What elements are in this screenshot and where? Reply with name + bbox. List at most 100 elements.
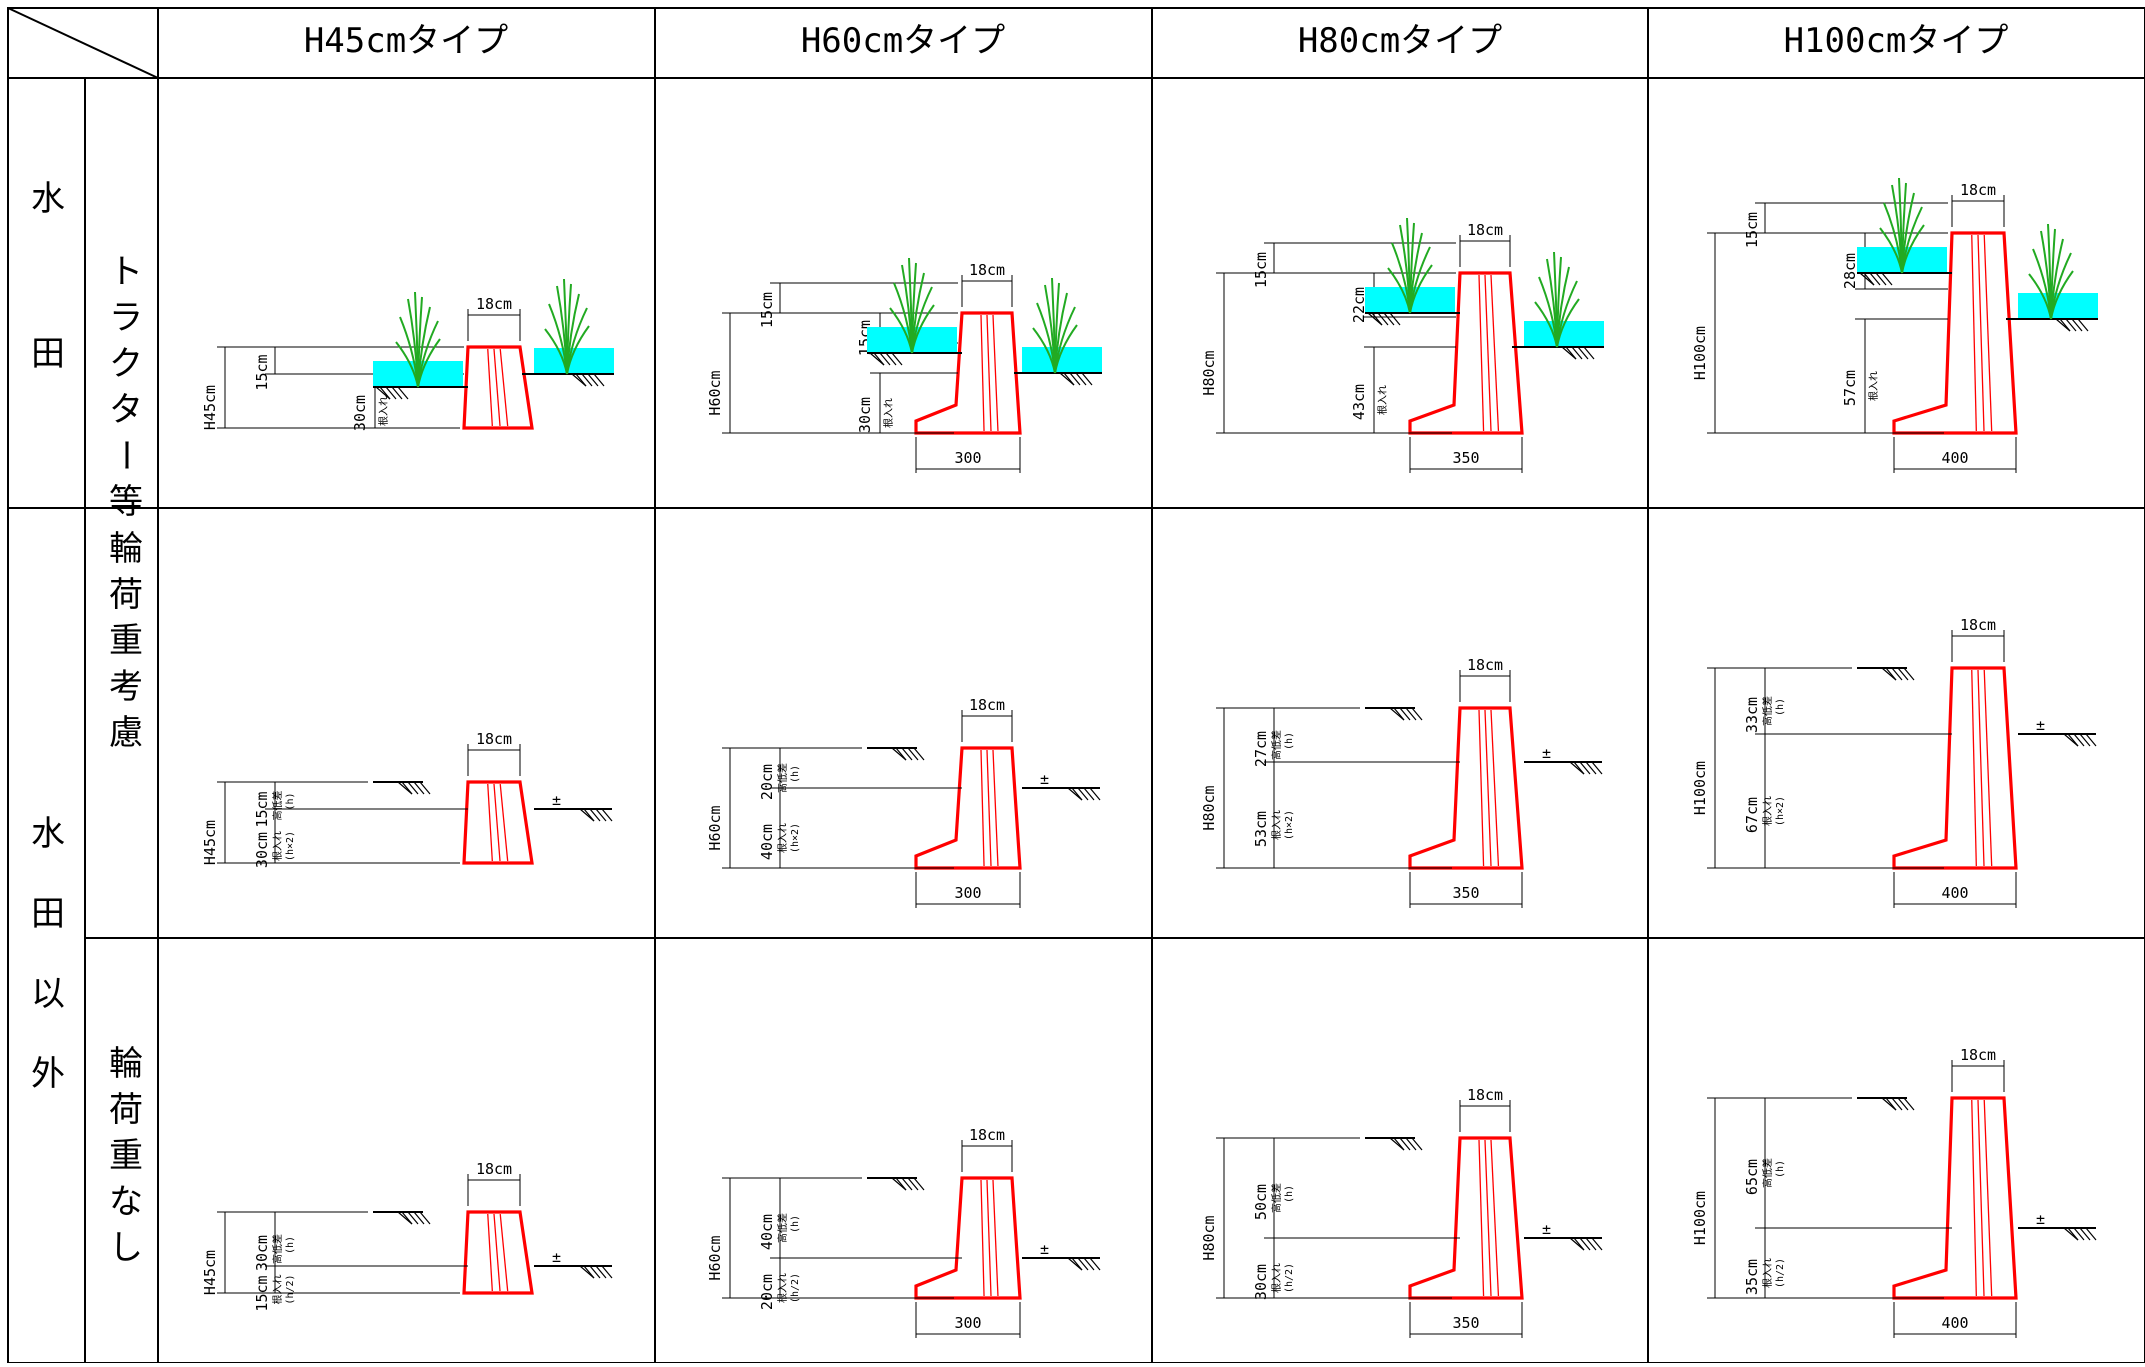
ground-hatch-icon	[579, 1265, 613, 1279]
ground-hatch-icon	[1389, 1137, 1423, 1151]
embed-label: 根入れ	[1270, 810, 1283, 840]
total-height-label: H60cm	[706, 1235, 724, 1280]
embed-label: 根入れ	[271, 831, 284, 861]
rebar-lines	[487, 1213, 509, 1292]
rebar-lines	[980, 1179, 999, 1297]
top-width-dim	[1459, 670, 1511, 702]
ground-level-mark: ±	[552, 791, 561, 809]
label-tractor-char: 等	[109, 482, 143, 522]
upper-height-label: 65cm	[1743, 1159, 1761, 1195]
retaining-wall	[1892, 666, 2018, 870]
retaining-wall	[914, 746, 1022, 870]
rebar-lines	[1478, 274, 1500, 432]
retaining-wall	[1408, 706, 1524, 870]
rebar-lines	[1971, 1099, 1993, 1297]
embed-factor-label: (h×2)	[1775, 796, 1786, 826]
base-width-label: 300	[954, 1314, 981, 1332]
base-width-label: 300	[954, 449, 981, 467]
table-grid	[7, 7, 2145, 1364]
rebar-lines	[487, 348, 509, 427]
upper-height-label: 40cm	[758, 1214, 776, 1250]
retaining-wall	[914, 1176, 1022, 1300]
diff-factor-label: (h)	[790, 765, 801, 783]
upper-height-label: 50cm	[1252, 1184, 1270, 1220]
ground-hatch-icon	[1569, 761, 1603, 775]
base-width-dim	[915, 872, 1021, 908]
diff-factor-label: (h)	[285, 792, 296, 810]
lower-height-label: 15cm	[253, 1275, 271, 1311]
base-width-dim	[1893, 872, 2017, 908]
upper-height-label: 30cm	[253, 1235, 271, 1271]
lower-height-label: 30cm	[1252, 1264, 1270, 1300]
label-non-paddy-char: 外	[31, 1054, 65, 1094]
base-width-label: 400	[1941, 884, 1968, 902]
height-dims	[722, 1177, 962, 1299]
diff-label: 高低差	[1761, 696, 1774, 726]
label-tractor-char: ー	[105, 438, 145, 472]
lower-height-label: 35cm	[1743, 1259, 1761, 1295]
diff-label: 高低差	[776, 1213, 789, 1243]
upper-height-label: 15cm	[758, 292, 776, 328]
diff-factor-label: (h)	[1775, 1160, 1786, 1178]
ground-hatch-icon	[571, 373, 605, 387]
diff-label: 高低差	[271, 1234, 284, 1264]
ground-hatch-icon	[2063, 733, 2097, 747]
base-width-dim	[1893, 437, 2017, 473]
ground-hatch-icon	[891, 1177, 925, 1191]
label-tractor-char: ト	[109, 252, 143, 292]
ground-level-mark: ±	[1542, 1220, 1551, 1238]
retaining-wall	[462, 345, 534, 430]
base-width-label: 400	[1941, 449, 1968, 467]
label-paddy-char: 田	[31, 334, 65, 374]
top-width-dim	[467, 744, 521, 776]
diff-label: 高低差	[1270, 730, 1283, 760]
lower-height-label: 40cm	[758, 824, 776, 860]
label-non-paddy-char: 水	[31, 814, 65, 854]
ground-hatch-icon	[1859, 272, 1893, 286]
ground-hatch-icon	[1881, 667, 1915, 681]
base-width-label: 350	[1452, 1314, 1479, 1332]
total-height-label: H80cm	[1200, 350, 1218, 395]
height-dims	[1216, 1137, 1460, 1299]
rebar-lines	[1971, 669, 1993, 867]
height-dims	[1216, 242, 1456, 434]
embed-label: 根入れ	[1270, 1263, 1283, 1293]
rebar-lines	[1971, 234, 1993, 432]
ground-hatch-icon	[1067, 787, 1101, 801]
base-width-dim	[915, 437, 1021, 473]
embed-label: 根入れ	[1761, 1258, 1774, 1288]
diff-factor-label: (h)	[1775, 698, 1786, 716]
embed-label: 根入れ	[1376, 385, 1389, 415]
top-width-dim	[1459, 1100, 1511, 1132]
header-h100: H100cmタイプ	[1784, 21, 2009, 61]
ground-level-mark: ±	[552, 1248, 561, 1266]
upper-height-label: 33cm	[1743, 697, 1761, 733]
embed-factor-label: (h/2)	[790, 1273, 801, 1303]
embed-label: 根入れ	[1761, 796, 1774, 826]
mid-height-label: 28cm	[1841, 253, 1859, 289]
base-width-dim	[1893, 1302, 2017, 1338]
upper-height-label: 20cm	[758, 764, 776, 800]
embed-label: 根入れ	[882, 398, 895, 428]
lower-height-label: 30cm	[856, 397, 874, 433]
label-no-wheel-load-char: 輪	[109, 1044, 143, 1084]
rice-plant-icon	[1534, 251, 1580, 348]
upper-height-label: 15cm	[1743, 212, 1761, 248]
ground-hatch-icon	[869, 352, 903, 366]
rice-plant-icon	[395, 291, 441, 388]
lower-height-label: 20cm	[758, 1274, 776, 1310]
label-paddy-char: 水	[31, 179, 65, 219]
retaining-wall	[462, 780, 534, 865]
rebar-lines	[1478, 1139, 1500, 1297]
rice-plant-icon	[2028, 223, 2074, 320]
embed-factor-label: (h×2)	[285, 831, 296, 861]
